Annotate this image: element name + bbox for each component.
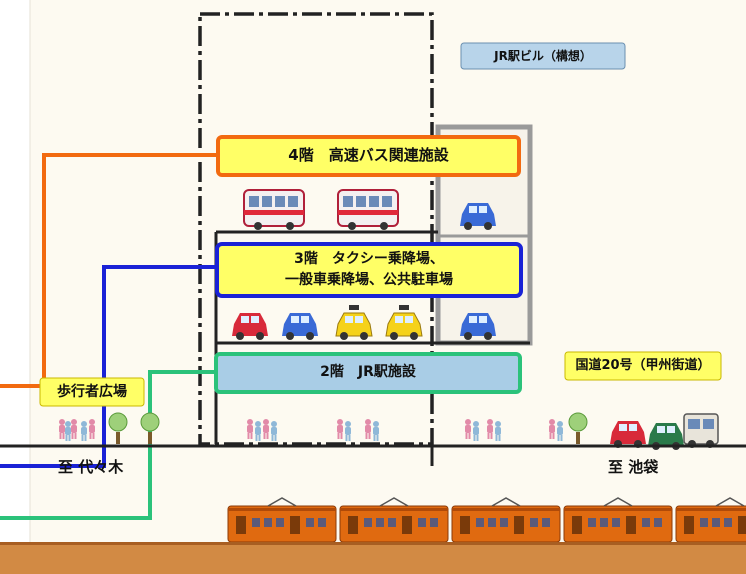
direction-ikebukuro: 至 池袋 [608, 458, 659, 476]
pedestrian-plaza-box [39, 377, 145, 407]
pedestrian-plaza-label: 歩行者広場 [57, 384, 127, 400]
floor3-connector-line [0, 265, 217, 468]
bus-icon [243, 189, 305, 231]
direction-yoyogi: 至 代々木 [58, 458, 124, 476]
floor2-label: 2階 JR駅施設 [320, 364, 416, 380]
truck-icon [683, 413, 719, 448]
ground-edge [0, 542, 746, 545]
floor3-label-line2: 一般車乗降場、公共駐車場 [285, 272, 453, 288]
left-margin [0, 0, 30, 574]
floor3-label-line1: 3階 タクシー乗降場、 [294, 251, 444, 267]
bus-icon [337, 189, 399, 231]
jr-building-label-box [460, 42, 626, 70]
route20-box [564, 351, 722, 381]
jr-building-outline [198, 12, 434, 446]
route20-label: 国道20号（甲州街道） [575, 358, 711, 373]
jr-building-label: JR駅ビル（構想） [494, 49, 592, 63]
ground [0, 542, 746, 574]
floor4-label: 4階 高速バス関連施設 [288, 146, 449, 164]
floor4-connector-line [0, 153, 218, 388]
floor3-label-box [215, 242, 523, 298]
